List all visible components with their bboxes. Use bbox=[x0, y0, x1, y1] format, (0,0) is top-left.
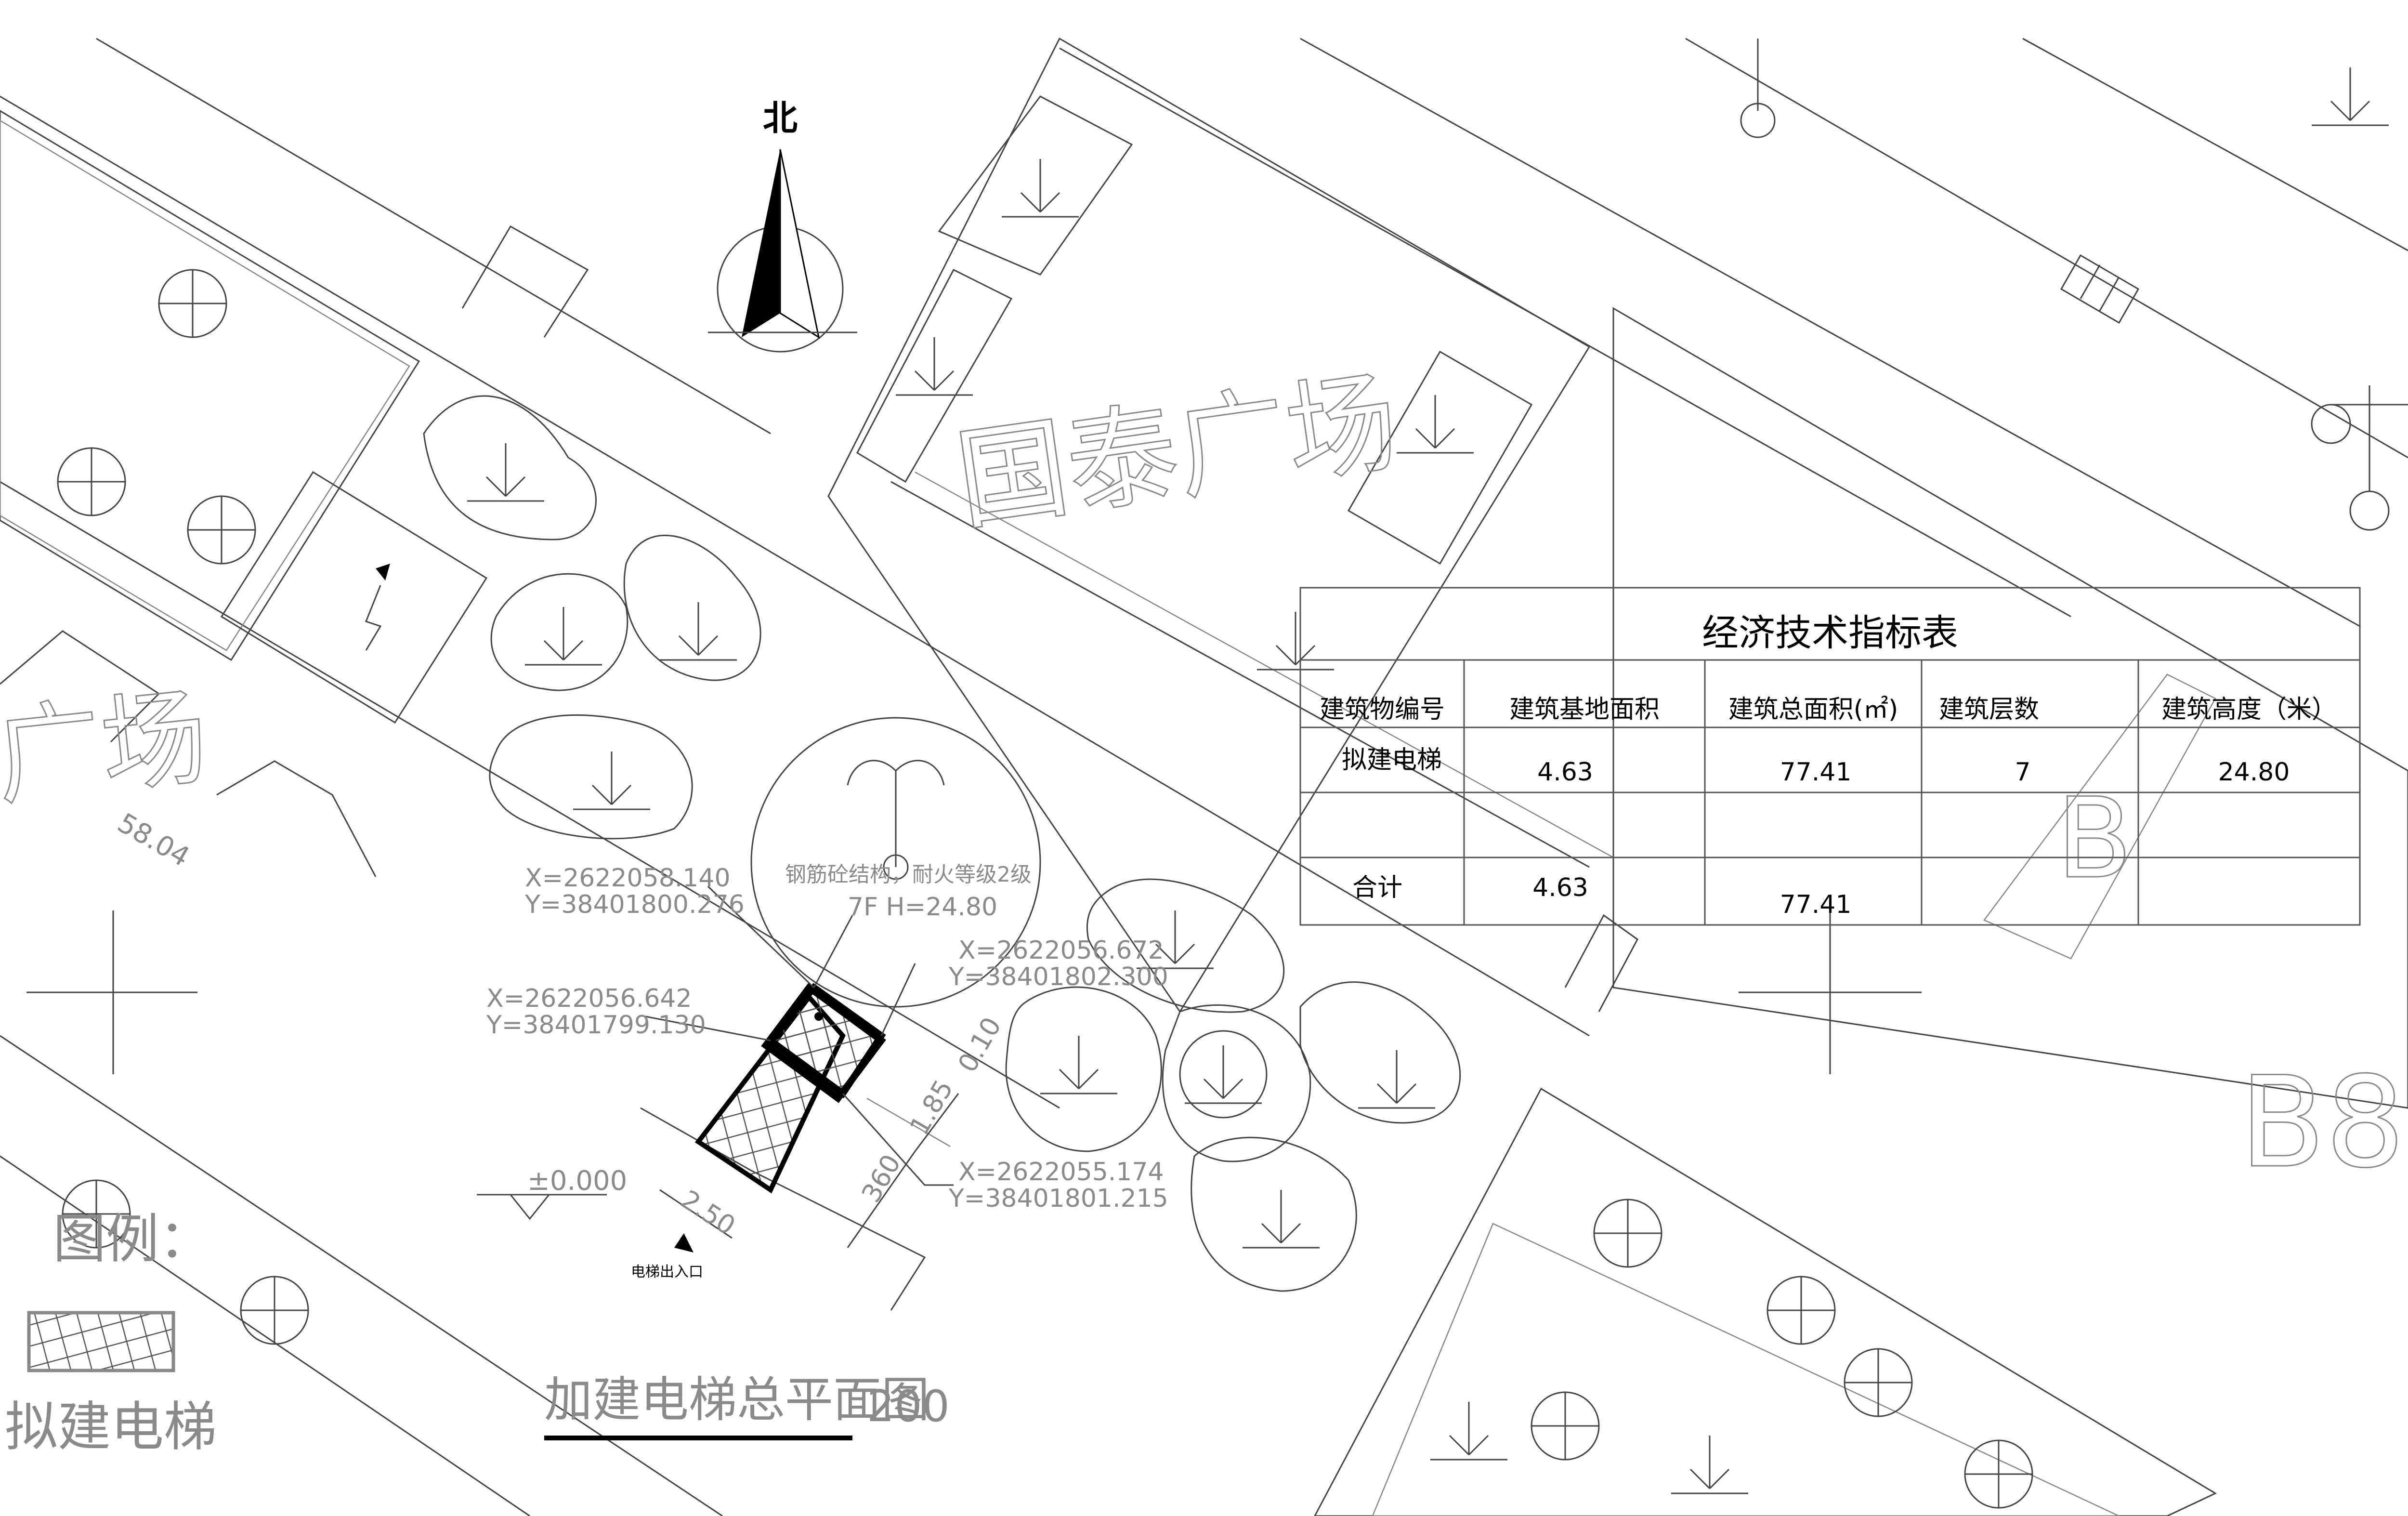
elevation-marker: ±0.000 bbox=[477, 1165, 627, 1220]
coord-1-y: Y=38401800.276 bbox=[524, 890, 745, 919]
proposed-elevator bbox=[645, 885, 959, 1248]
table-header-id: 建筑物编号 bbox=[1320, 695, 1445, 724]
legend-title: 图例： bbox=[53, 1208, 212, 1270]
tree-symbols bbox=[26, 39, 2408, 1509]
table-cell-r0c4: 24.80 bbox=[2218, 758, 2290, 787]
legend-label: 拟建电梯 bbox=[5, 1396, 217, 1458]
planting-beds bbox=[423, 395, 1461, 1292]
legend-hatch-swatch bbox=[27, 1311, 175, 1372]
coord-3-y: Y=38401799.130 bbox=[486, 1011, 706, 1040]
entrance-arrow-icon bbox=[674, 1233, 694, 1252]
coord-3-x: X=2622056.642 bbox=[486, 984, 692, 1013]
block-label: B8 bbox=[2239, 1050, 2405, 1196]
table-cell-r0c3: 7 bbox=[2015, 758, 2030, 787]
dim-depth-a: 1.85 bbox=[904, 1075, 959, 1140]
drawing-title-block: 加建电梯总平面图 200 bbox=[544, 1371, 950, 1440]
coord-4-x: X=2622055.174 bbox=[958, 1158, 1164, 1186]
dim-depth-b: 0.10 bbox=[952, 1012, 1008, 1078]
table-cell-r2c1: 4.63 bbox=[1532, 873, 1588, 902]
height-note: 7F H=24.80 bbox=[848, 893, 997, 922]
table-header-site-area: 建筑基地面积 bbox=[1509, 695, 1660, 724]
structure-note: 钢筋砼结构，耐火等级2级 bbox=[785, 862, 1032, 887]
table-title: 经济技术指标表 bbox=[1702, 611, 1958, 654]
coord-1-x: X=2622058.140 bbox=[525, 864, 731, 893]
dim-width: 2.50 bbox=[676, 1184, 741, 1241]
table-header-floors: 建筑层数 bbox=[1939, 695, 2039, 724]
plaza-partial-label: 广场 bbox=[0, 675, 213, 820]
left-dimension-label: 58.04 bbox=[112, 807, 195, 873]
indicator-table: 经济技术指标表 建筑物编号 建筑基地面积 建筑总面积(㎡) 建筑层数 建筑高度（… bbox=[1299, 587, 2361, 926]
block-letter: B bbox=[2056, 775, 2133, 903]
table-cell-r2c2: 77.41 bbox=[1780, 890, 1852, 919]
table-header-total-area: 建筑总面积(㎡) bbox=[1728, 695, 1898, 724]
legend: 图例： 拟建电梯 bbox=[5, 1208, 217, 1458]
coord-2-x: X=2622056.672 bbox=[958, 936, 1164, 965]
dim-depth-c: 360 bbox=[856, 1149, 907, 1208]
coordinate-labels: X=2622058.140 Y=38401800.276 X=2622056.6… bbox=[486, 864, 1168, 1213]
north-arrow: 北 bbox=[708, 98, 857, 353]
elevation-label: ±0.000 bbox=[527, 1165, 627, 1197]
drawing-title: 加建电梯总平面图 bbox=[544, 1371, 929, 1428]
buildings bbox=[0, 37, 2408, 1516]
table-cell-r0c0: 拟建电梯 bbox=[1342, 746, 1442, 775]
coord-2-y: Y=38401802.300 bbox=[948, 962, 1168, 991]
table-cell-r0c2: 77.41 bbox=[1780, 758, 1852, 787]
plaza-name-label: 国泰广场 bbox=[949, 357, 1405, 546]
drawing-scale: 200 bbox=[867, 1381, 950, 1432]
table-header-height: 建筑高度（米） bbox=[2161, 695, 2337, 724]
coord-4-y: Y=38401801.215 bbox=[948, 1184, 1168, 1213]
table-cell-r2c0: 合计 bbox=[1352, 873, 1402, 902]
table-cell-r0c1: 4.63 bbox=[1537, 758, 1593, 787]
entrance-label: 电梯出入口 bbox=[631, 1264, 703, 1280]
road-lines bbox=[0, 38, 2408, 1516]
north-label: 北 bbox=[763, 98, 798, 138]
